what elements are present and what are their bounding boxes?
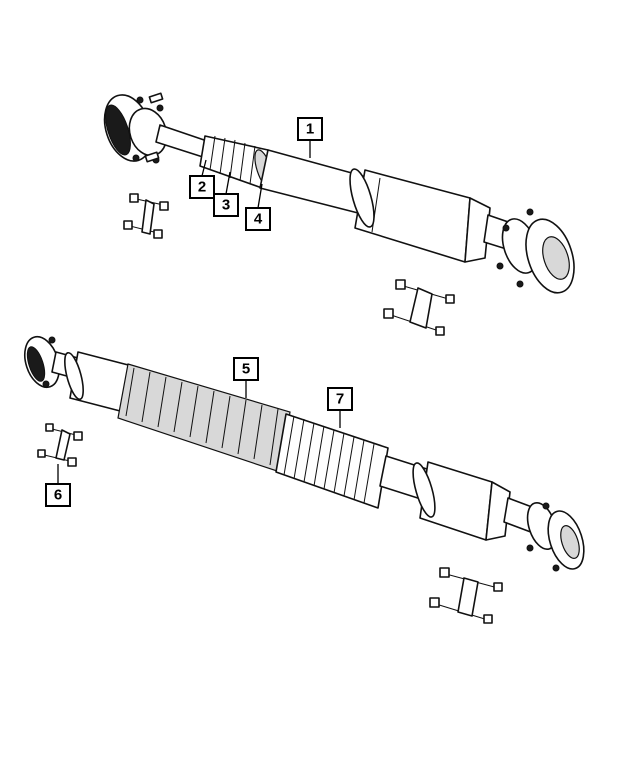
- callout-7-label: 7: [336, 391, 344, 408]
- upper-right-bolt-strap: [383, 279, 455, 336]
- callout-1[interactable]: 1: [297, 117, 323, 158]
- callout-1-label: 1: [306, 121, 314, 138]
- callout-3[interactable]: 3: [213, 171, 239, 217]
- splined-shaft: [117, 363, 291, 473]
- lower-right-bolt-strap: [429, 567, 503, 624]
- upper-driveshaft: [103, 92, 575, 294]
- callout-4-label: 4: [254, 211, 263, 228]
- callout-6[interactable]: 6: [45, 464, 71, 507]
- upper-left-bolt-strap: [123, 193, 169, 239]
- callout-5[interactable]: 5: [233, 357, 259, 398]
- callout-3-label: 3: [222, 197, 230, 214]
- upper-left-flange: [103, 92, 168, 164]
- callout-4[interactable]: 4: [245, 183, 271, 231]
- upper-sleeve: [349, 168, 491, 263]
- lower-right-sleeve: [412, 461, 511, 541]
- lower-driveshaft: [23, 335, 585, 572]
- callout-6-label: 6: [54, 487, 62, 504]
- upper-right-flange: [496, 208, 575, 294]
- callout-7[interactable]: 7: [327, 387, 353, 428]
- lower-right-flange: [526, 502, 585, 572]
- bellows-boot: [275, 413, 389, 509]
- callout-5-label: 5: [242, 361, 250, 378]
- callout-2[interactable]: 2: [189, 159, 215, 199]
- lower-left-sleeve: [64, 351, 133, 413]
- callout-2-label: 2: [198, 179, 206, 196]
- lower-left-bolt-strap: [37, 423, 83, 467]
